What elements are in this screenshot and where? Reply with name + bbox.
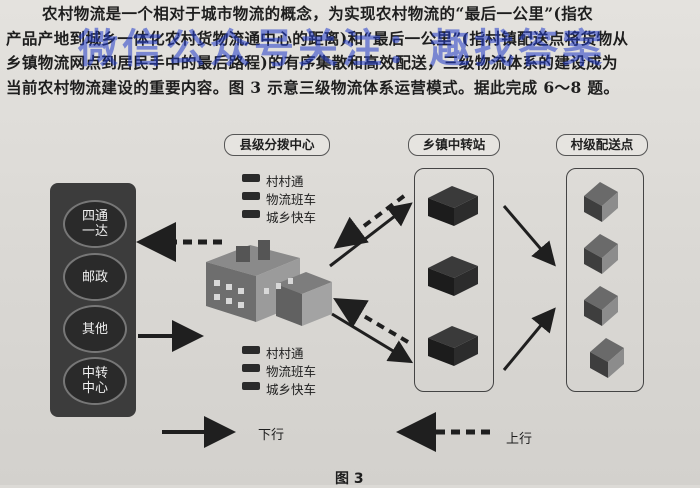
figure-caption: 图 3 <box>335 471 364 487</box>
legend-down-label: 下行 <box>258 428 285 443</box>
town-station-label: 乡镇中转站 <box>408 134 500 156</box>
village-point-label: 村级配送点 <box>556 134 648 156</box>
vehicle-label-top-3: 城乡快车 <box>266 210 317 225</box>
town-station-icon-1 <box>428 186 478 226</box>
vehicle-label-top-2: 物流班车 <box>266 192 317 207</box>
vehicle-label-top-1: 村村通 <box>266 174 304 189</box>
question-paragraph: 农村物流是一个相对于城市物流的概念，为实现农村物流的“最后一公里”(指农 产品产… <box>6 2 694 100</box>
truck-icon-top-2 <box>242 192 260 200</box>
legend-up-label: 上行 <box>506 432 533 447</box>
van-icon-top-3 <box>242 210 260 218</box>
arrow-town-to-village-lower <box>502 307 556 371</box>
village-house-icon-3 <box>584 286 618 326</box>
source-other: 其他 <box>63 305 127 353</box>
paragraph-line-1: 农村物流是一个相对于城市物流的概念，为实现农村物流的“最后一公里”(指农 <box>42 4 594 23</box>
source-transfer-center: 中转 中心 <box>63 357 127 405</box>
bus-icon-top-1 <box>242 174 260 182</box>
source-sitongyida: 四通 一达 <box>63 200 127 248</box>
arrow-town-to-village-upper <box>502 205 556 267</box>
arrow-town-to-county-lower <box>333 297 410 344</box>
paragraph-line-2: 产品产地到城乡一体化农村货物流通中心的距离)和“最后一公里”(指村镇配送点将货物… <box>6 28 629 48</box>
bus-icon-bottom-1 <box>242 346 260 354</box>
source-postal: 邮政 <box>63 253 127 301</box>
town-container <box>414 168 494 392</box>
paragraph-line-3: 乡镇物流网点到居民手中的最后路程)的有序集散和高效配送，三级物流体系的建设成为 <box>6 53 618 72</box>
vehicle-label-bottom-1: 村村通 <box>266 346 304 361</box>
village-house-icon-2 <box>584 234 618 274</box>
truck-icon-bottom-2 <box>242 364 260 372</box>
arrow-county-to-town-upper <box>329 202 413 268</box>
county-center-label: 县级分拨中心 <box>224 134 330 156</box>
vehicle-label-bottom-2: 物流班车 <box>266 364 317 379</box>
van-icon-bottom-3 <box>242 382 260 390</box>
watermark-text: 微信公众号关注：趣找答案 <box>78 26 606 72</box>
village-house-icon-4 <box>590 338 624 378</box>
village-container <box>566 168 644 392</box>
arrow-town-to-county-upper <box>333 194 406 249</box>
town-station-icon-2 <box>428 256 478 296</box>
village-house-icon-1 <box>584 182 618 222</box>
town-station-icon-3 <box>428 326 478 366</box>
paragraph-line-4: 当前农村物流建设的重要内容。图 3 示意三级物流体系运营模式。据此完成 6～8 … <box>6 77 620 97</box>
vehicle-label-bottom-3: 城乡快车 <box>266 382 317 397</box>
county-warehouse-icon <box>206 240 332 326</box>
